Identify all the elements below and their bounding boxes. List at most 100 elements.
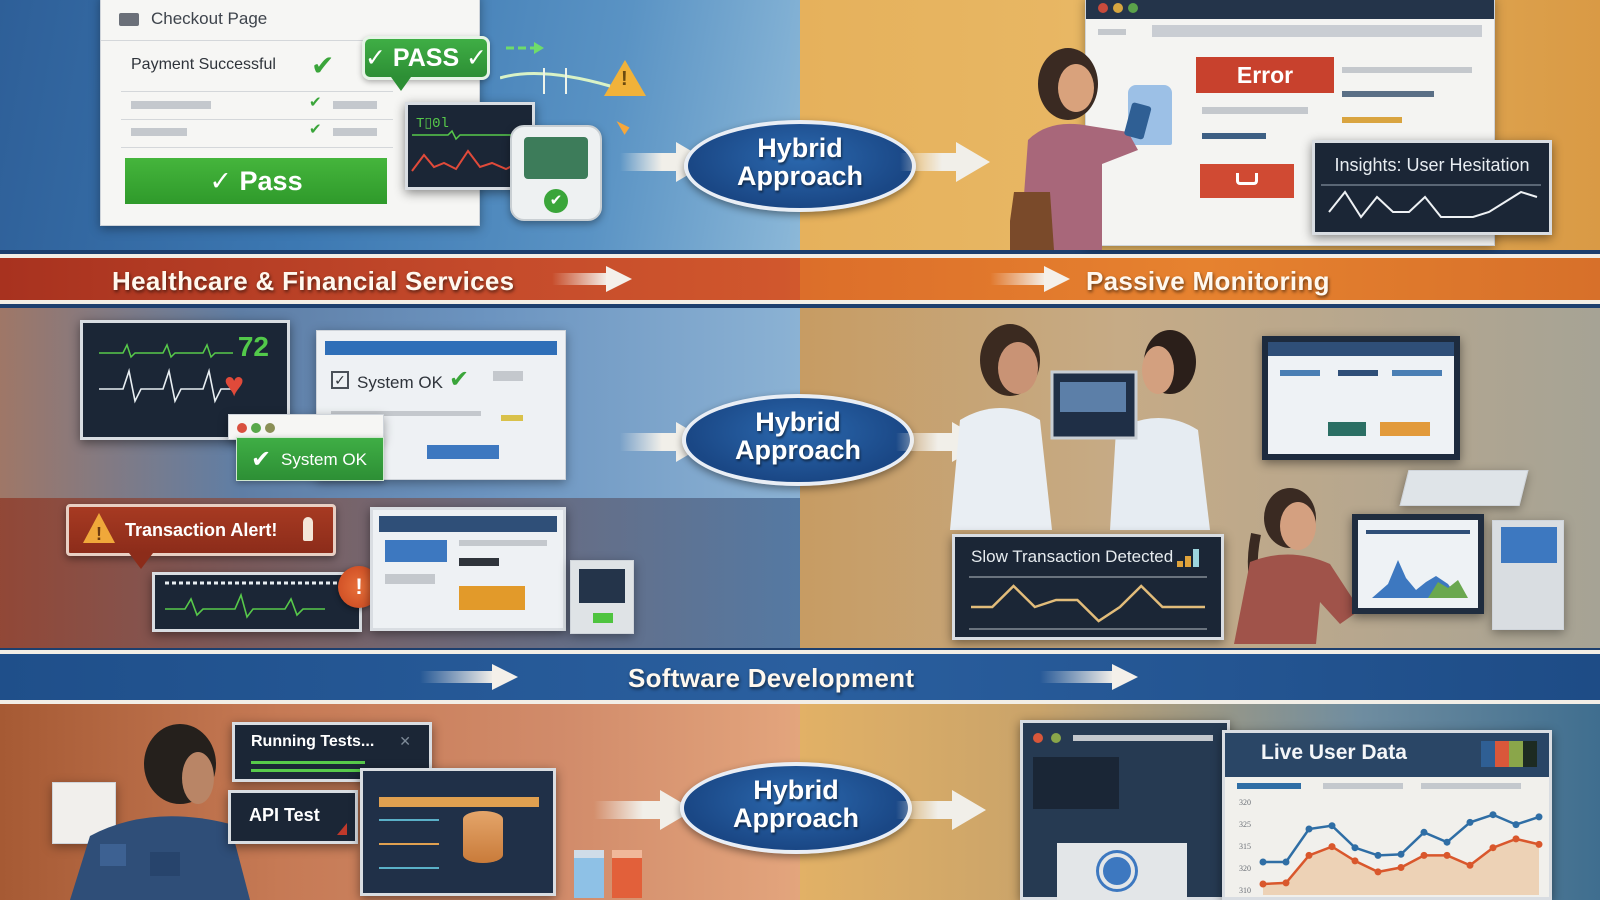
section-band-software-development: Software Development [0, 650, 1600, 704]
svg-text:315: 315 [1239, 842, 1251, 851]
divider [121, 147, 393, 148]
placeholder-bar [459, 558, 499, 566]
placeholder-bar [1202, 107, 1308, 114]
placeholder-bar [1342, 91, 1434, 97]
terminal-screen [579, 569, 625, 603]
placeholder-bar [379, 843, 439, 845]
clock-icon [1099, 853, 1135, 889]
tab[interactable] [1421, 783, 1521, 789]
flow-arrow-icon [594, 790, 694, 830]
divider [121, 91, 393, 92]
check-icon: ✔ [251, 446, 272, 473]
band-left [0, 258, 800, 300]
flow-arrow-icon [900, 142, 990, 182]
hybrid-line1: Hybrid [753, 775, 839, 805]
insights-panel: Insights: User Hesitation [1312, 140, 1552, 235]
browser-titlebar [1086, 0, 1494, 19]
window-minimize-dot[interactable] [1113, 3, 1123, 13]
placeholder-bar [333, 101, 377, 109]
check-icon: ✔ [309, 121, 322, 138]
dashboard-button[interactable] [1380, 422, 1430, 436]
transaction-alert-bubble: ! Transaction Alert! [66, 504, 336, 569]
flow-connector-icon [500, 42, 611, 94]
warning-icon-mark: ! [96, 524, 102, 544]
hybrid-line1: Hybrid [757, 133, 843, 163]
vitals-chart: T▯0l [411, 116, 528, 172]
placeholder-bar [1073, 735, 1213, 741]
address-bar[interactable] [1152, 25, 1482, 37]
database-icon [463, 811, 503, 863]
add-to-cart-button[interactable] [1200, 164, 1294, 198]
checkout-title: Checkout Page [151, 9, 268, 28]
terminal-status-light [593, 613, 613, 623]
arrow-right-icon [420, 664, 520, 690]
placeholder-bar [1342, 67, 1472, 73]
live-data-header: Live User Data [1225, 733, 1549, 777]
analyst-woman-figure [1234, 488, 1360, 644]
clinic-dashboard-monitor [1262, 336, 1460, 460]
api-test-window: API Test [228, 790, 358, 844]
system-ok-button[interactable]: ✔ System OK [236, 437, 384, 481]
pay-button[interactable] [459, 586, 525, 610]
system-ok-label: System OK [357, 373, 443, 392]
dashboard-button[interactable] [1328, 422, 1366, 436]
window-close-dot[interactable] [1098, 3, 1108, 13]
window-minimize-dot [265, 423, 275, 433]
check-icon: ✔ [309, 94, 322, 111]
rating-stars [1342, 117, 1402, 123]
tab[interactable] [1323, 783, 1403, 789]
envelope-icon [119, 13, 139, 26]
check-icon: ✔ [449, 366, 470, 393]
band-right [800, 258, 1600, 300]
operations-dashboard [1020, 720, 1230, 900]
heart-rate-value: 72 [237, 331, 269, 362]
shopper-woman-figure [1010, 48, 1152, 250]
pass-badge: ✓ PASS ✓ [362, 36, 490, 91]
placeholder-bar [459, 540, 547, 546]
window-maximize-dot[interactable] [1128, 3, 1138, 13]
live-data-title: Live User Data [1261, 741, 1407, 764]
close-icon[interactable]: ✕ [399, 733, 411, 749]
check-icon: ✔ [311, 50, 335, 81]
check-icon: ✔ [544, 189, 568, 213]
analytics-monitor [1352, 514, 1484, 614]
progress-bar [379, 797, 539, 807]
placeholder-bar [1202, 133, 1266, 139]
tab-active[interactable] [1237, 783, 1301, 789]
cart-icon [1236, 173, 1258, 185]
placeholder-bar [1392, 370, 1442, 376]
status-dot [1051, 733, 1061, 743]
flow-arrow-icon [896, 790, 986, 830]
api-test-label: API Test [249, 805, 320, 825]
hybrid-line2: Approach [736, 161, 863, 191]
svg-text:320: 320 [1239, 798, 1251, 807]
bell-icon [303, 517, 313, 541]
checkbox-checked-icon[interactable]: ✓ [331, 371, 349, 389]
developer-figure [70, 724, 250, 900]
transaction-laptop [370, 507, 566, 631]
legend-swatches [1481, 741, 1537, 767]
passive-monitoring-title: Passive Monitoring [1086, 266, 1330, 296]
clinicians-figure [950, 324, 1210, 530]
action-button[interactable] [427, 445, 499, 459]
pass-button[interactable]: ✓ Pass [125, 158, 387, 204]
arrow-right-icon [1040, 664, 1140, 690]
battery-blue-icon [574, 850, 604, 898]
section-band-healthcare-passive: Healthcare & Financial Services Passive … [0, 254, 1600, 304]
insights-title: Insights: User Hesitation [1334, 155, 1530, 175]
placeholder-bar [501, 415, 523, 421]
warning-icon [83, 513, 115, 543]
slow-transaction-title: Slow Transaction Detected [971, 547, 1174, 566]
terminal-screen [1501, 527, 1557, 563]
placeholder-bar [1280, 370, 1320, 376]
transaction-alert-label: Transaction Alert! [125, 520, 278, 540]
card-terminal [570, 560, 634, 634]
arrow-right-icon [990, 266, 1070, 292]
hesitation-sparkline [1321, 184, 1541, 219]
error-banner: Error [1196, 57, 1334, 93]
svg-text:T▯0l: T▯0l [416, 116, 449, 132]
placeholder-bar [1098, 29, 1126, 35]
